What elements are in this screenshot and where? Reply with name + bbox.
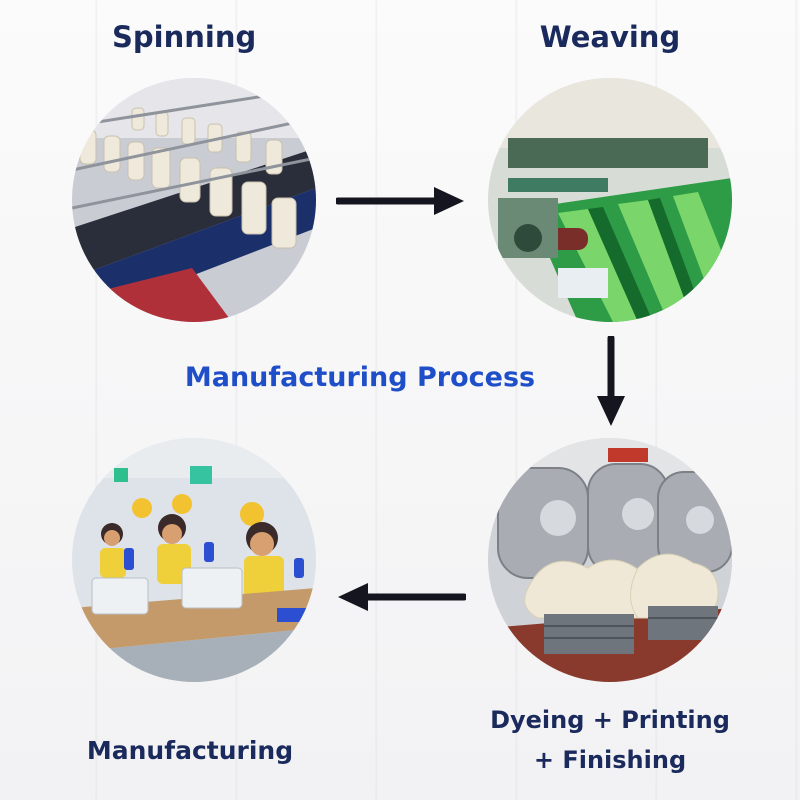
step-label-weaving: Weaving (535, 20, 685, 54)
step-label-spinning: Spinning (112, 20, 252, 54)
diagram-title: Manufacturing Process (150, 362, 570, 393)
arrow-down-icon (594, 336, 628, 428)
step-label-dyeing: Dyeing + Printing + Finishing (480, 700, 740, 780)
step-label-dyeing-line1: Dyeing + Printing (480, 700, 740, 740)
spinning-image (72, 78, 316, 322)
arrow-left-icon (336, 580, 466, 614)
step-label-dyeing-line2: + Finishing (480, 740, 740, 780)
step-label-manufacturing: Manufacturing (80, 736, 300, 765)
arrow-right-icon (336, 184, 466, 218)
weaving-image (488, 78, 732, 322)
dyeing-image (488, 438, 732, 682)
manufacturing-image (72, 438, 316, 682)
